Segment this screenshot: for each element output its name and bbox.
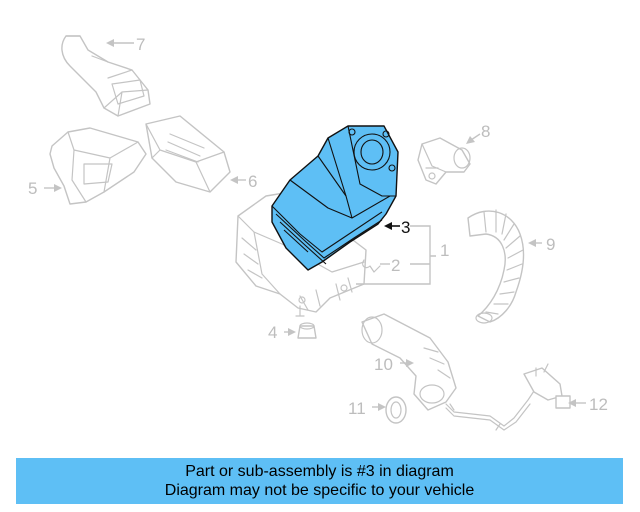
part-11-hose-clamp[interactable] [385, 396, 407, 424]
part-8-air-flow-sensor[interactable] [417, 137, 471, 185]
callout-7[interactable]: 7 [136, 35, 145, 54]
callout-2[interactable]: 2 [391, 256, 400, 275]
callout-4[interactable]: 4 [268, 323, 277, 342]
banner-line-1: Part or sub-assembly is #3 in diagram [185, 463, 454, 480]
part-7-intake-duct[interactable] [61, 35, 151, 117]
part-6-inlet-housing[interactable] [145, 115, 231, 193]
callout-10[interactable]: 10 [374, 355, 393, 374]
callout-5[interactable]: 5 [28, 179, 37, 198]
part-5-bracket[interactable] [49, 127, 147, 205]
part-12-hose-assembly[interactable] [445, 363, 571, 431]
part-9-flexible-hose[interactable] [467, 209, 525, 324]
callout-8[interactable]: 8 [481, 122, 490, 141]
banner-line-2: Diagram may not be specific to your vehi… [164, 482, 475, 499]
callout-6[interactable]: 6 [248, 172, 257, 191]
callout-12[interactable]: 12 [589, 395, 608, 414]
info-banner: Part or sub-assembly is #3 in diagram Di… [16, 458, 623, 504]
callout-9[interactable]: 9 [546, 235, 555, 254]
callout-3[interactable]: 3 [401, 218, 410, 237]
callout-11[interactable]: 11 [348, 399, 366, 418]
callout-1[interactable]: 1 [440, 241, 449, 260]
parts-diagram: 7 5 6 3 [28, 35, 608, 431]
part-4-grommet[interactable] [297, 322, 317, 339]
part-3-air-filter-cover[interactable] [271, 125, 399, 271]
part-2-clip[interactable] [362, 259, 381, 273]
